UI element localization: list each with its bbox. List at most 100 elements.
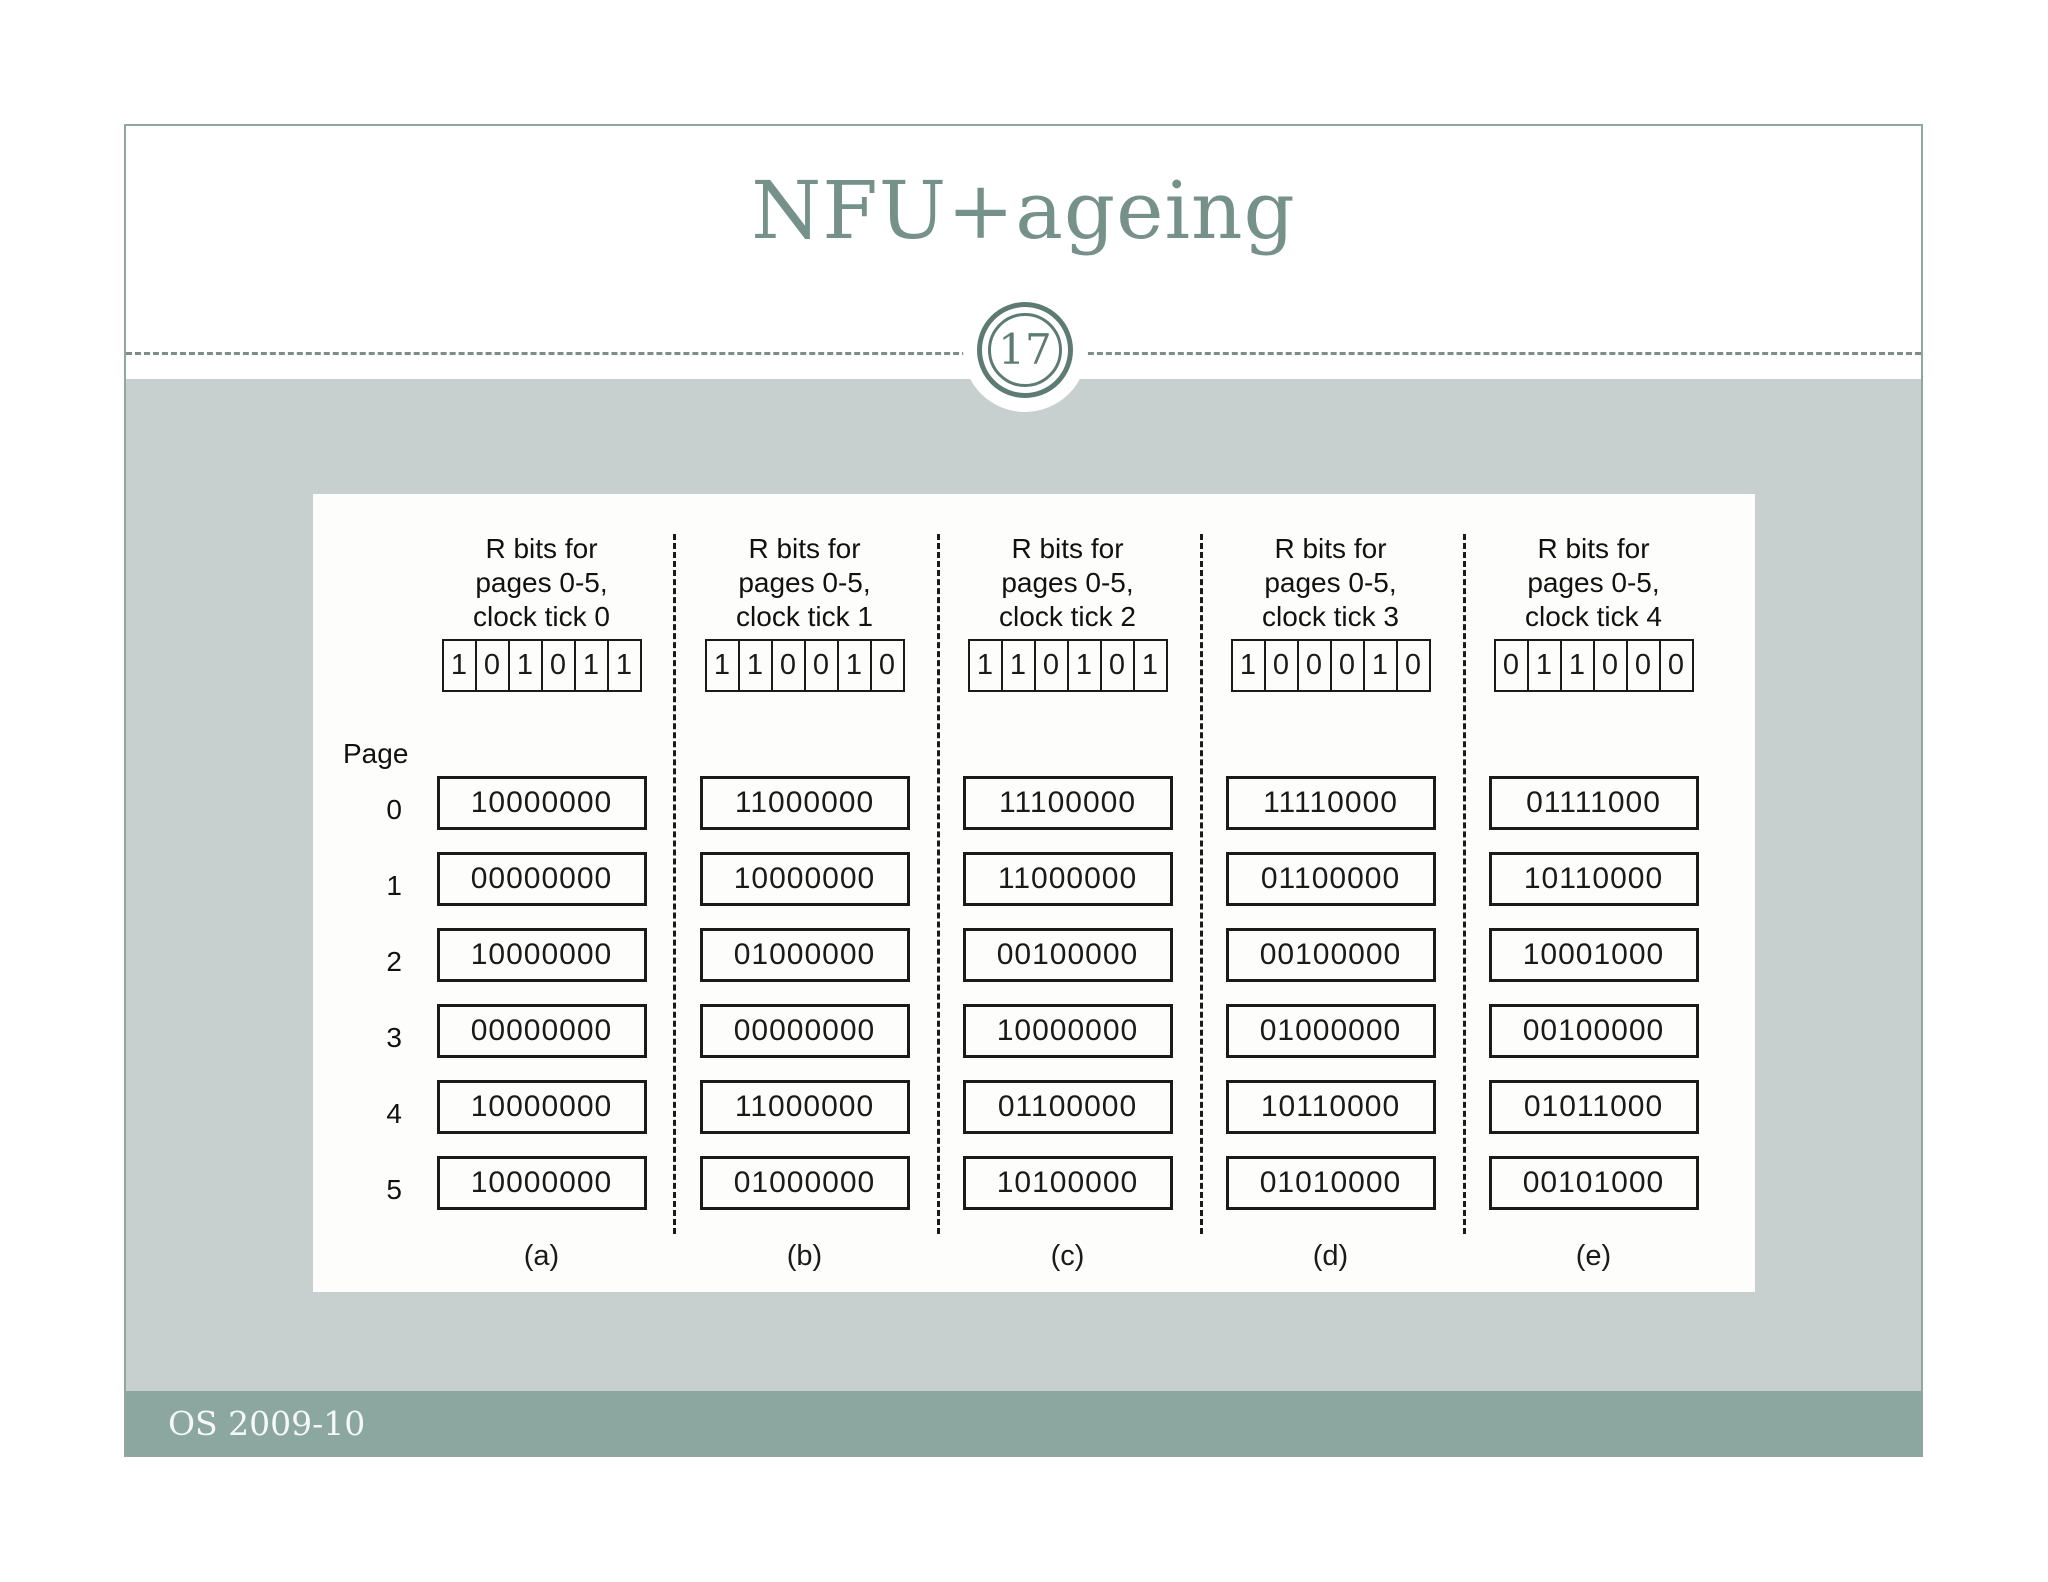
page-index: 1: [386, 870, 402, 901]
counter-column: 11000000 10000000 01000000 00000000 1100…: [673, 776, 936, 1210]
column-separator: [673, 534, 676, 1234]
r-bits-register: 1 0 1 0 1 1: [441, 639, 642, 692]
r-bit-cell: 1: [507, 639, 543, 692]
figure-column-d: R bits for pages 0-5, clock tick 3 1 0 0…: [1199, 494, 1462, 1292]
counter-box: 11000000: [699, 776, 910, 830]
page-gutter: Page 0 1 2 3 4 5: [313, 494, 410, 1292]
nfu-ageing-figure: Page 0 1 2 3 4 5 R bits for pages 0-5, c…: [313, 494, 1755, 1292]
page-number-badge: 17: [977, 302, 1073, 398]
counter-box: 00000000: [699, 1004, 910, 1058]
r-bit-cell: 1: [606, 639, 642, 692]
counter-column: 11110000 01100000 00100000 01000000 1011…: [1199, 776, 1462, 1210]
counter-column: 11100000 11000000 00100000 10000000 0110…: [936, 776, 1199, 1210]
r-bit-cell: 1: [704, 639, 740, 692]
counter-box: 01111000: [1488, 776, 1699, 830]
r-bit-cell: 1: [1000, 639, 1036, 692]
page-number: 17: [998, 325, 1052, 374]
counter-box: 01000000: [699, 1156, 910, 1210]
page-index: 4: [386, 1098, 402, 1129]
column-label: (b): [786, 1240, 823, 1272]
counter-box: 11000000: [962, 852, 1173, 906]
r-bit-cell: 0: [1329, 639, 1365, 692]
counter-box: 01100000: [962, 1080, 1173, 1134]
r-bits-register: 1 0 0 0 1 0: [1230, 639, 1431, 692]
r-bit-cell: 0: [869, 639, 905, 692]
column-header: R bits for pages 0-5, clock tick 2: [999, 533, 1136, 632]
counter-box: 01000000: [699, 928, 910, 982]
counter-box: 10100000: [962, 1156, 1173, 1210]
slide: NFU+ageing 17 Page 0 1 2 3 4 5 R bits fo…: [124, 124, 1923, 1457]
counter-box: 00101000: [1488, 1156, 1699, 1210]
figure-columns: R bits for pages 0-5, clock tick 0 1 0 1…: [410, 494, 1755, 1292]
r-bit-cell: 0: [1099, 639, 1135, 692]
slide-title: NFU+ageing: [751, 164, 1296, 257]
r-bit-cell: 1: [1066, 639, 1102, 692]
r-bits-register: 0 1 1 0 0 0: [1493, 639, 1694, 692]
r-bit-cell: 1: [1362, 639, 1398, 692]
r-bit-cell: 0: [1658, 639, 1694, 692]
r-bit-cell: 1: [1230, 639, 1266, 692]
r-bit-cell: 0: [1296, 639, 1332, 692]
counter-box: 10000000: [436, 928, 647, 982]
column-separator: [1463, 534, 1466, 1234]
r-bit-cell: 0: [803, 639, 839, 692]
slide-footer: OS 2009-10: [126, 1391, 1921, 1455]
counter-box: 10000000: [436, 776, 647, 830]
r-bit-cell: 1: [1132, 639, 1168, 692]
counter-box: 10000000: [436, 1080, 647, 1134]
column-label: (d): [1312, 1240, 1349, 1272]
r-bit-cell: 1: [836, 639, 872, 692]
page-index: 5: [386, 1174, 402, 1205]
column-label: (a): [523, 1240, 560, 1272]
r-bits-register: 1 1 0 0 1 0: [704, 639, 905, 692]
r-bit-cell: 1: [737, 639, 773, 692]
counter-box: 10000000: [699, 852, 910, 906]
r-bit-cell: 0: [540, 639, 576, 692]
counter-box: 00000000: [436, 852, 647, 906]
r-bit-cell: 1: [441, 639, 477, 692]
counter-box: 00100000: [1225, 928, 1436, 982]
column-header: R bits for pages 0-5, clock tick 1: [736, 533, 873, 632]
r-bit-cell: 1: [1559, 639, 1595, 692]
counter-box: 11000000: [699, 1080, 910, 1134]
column-label: (e): [1575, 1240, 1612, 1272]
counter-box: 10110000: [1225, 1080, 1436, 1134]
r-bit-cell: 0: [1625, 639, 1661, 692]
page-index: 0: [386, 794, 402, 825]
counter-box: 11100000: [962, 776, 1173, 830]
r-bit-cell: 0: [1493, 639, 1529, 692]
counter-box: 01100000: [1225, 852, 1436, 906]
column-header: R bits for pages 0-5, clock tick 3: [1262, 533, 1399, 632]
counter-box: 01011000: [1488, 1080, 1699, 1134]
column-separator: [937, 534, 940, 1234]
column-header: R bits for pages 0-5, clock tick 4: [1525, 533, 1662, 632]
column-header: R bits for pages 0-5, clock tick 0: [473, 533, 610, 632]
r-bit-cell: 1: [1526, 639, 1562, 692]
r-bits-register: 1 1 0 1 0 1: [967, 639, 1168, 692]
column-label: (c): [1050, 1240, 1085, 1272]
r-bit-cell: 0: [1592, 639, 1628, 692]
counter-box: 11110000: [1225, 776, 1436, 830]
figure-column-b: R bits for pages 0-5, clock tick 1 1 1 0…: [673, 494, 936, 1292]
figure-column-c: R bits for pages 0-5, clock tick 2 1 1 0…: [936, 494, 1199, 1292]
figure-column-e: R bits for pages 0-5, clock tick 4 0 1 1…: [1462, 494, 1725, 1292]
page-badge-inner-ring: 17: [988, 313, 1062, 387]
r-bit-cell: 0: [770, 639, 806, 692]
figure-column-a: R bits for pages 0-5, clock tick 0 1 0 1…: [410, 494, 673, 1292]
r-bit-cell: 1: [573, 639, 609, 692]
r-bit-cell: 0: [1395, 639, 1431, 692]
r-bit-cell: 0: [1033, 639, 1069, 692]
footer-text: OS 2009-10: [168, 1403, 366, 1443]
counter-box: 10110000: [1488, 852, 1699, 906]
r-bit-cell: 0: [474, 639, 510, 692]
r-bit-cell: 0: [1263, 639, 1299, 692]
counter-column: 10000000 00000000 10000000 00000000 1000…: [410, 776, 673, 1210]
r-bit-cell: 1: [967, 639, 1003, 692]
counter-column: 01111000 10110000 10001000 00100000 0101…: [1462, 776, 1725, 1210]
counter-box: 00100000: [962, 928, 1173, 982]
page-label: Page: [343, 738, 409, 769]
counter-box: 00000000: [436, 1004, 647, 1058]
counter-box: 00100000: [1488, 1004, 1699, 1058]
page-index: 2: [386, 946, 402, 977]
counter-box: 10000000: [962, 1004, 1173, 1058]
